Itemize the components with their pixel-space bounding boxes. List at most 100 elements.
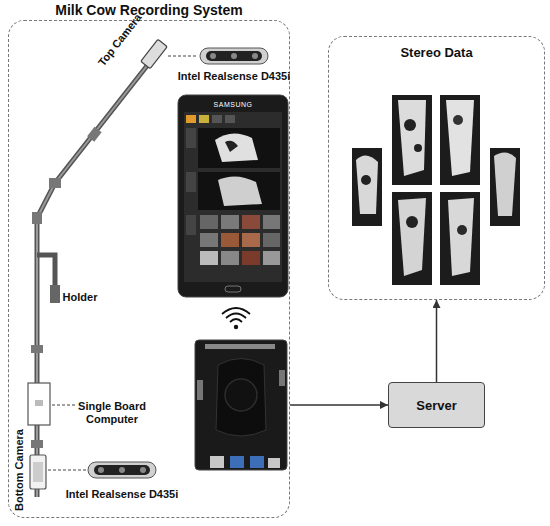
stereo-image <box>392 95 432 185</box>
tablet-thumb <box>242 233 260 247</box>
realsense-lens <box>210 53 216 59</box>
part-label: Holder <box>63 291 98 304</box>
node-text: Stereo Data <box>329 45 544 60</box>
tablet-icon <box>212 115 222 123</box>
server-box: Server <box>388 382 485 428</box>
flow-arrow <box>290 404 388 406</box>
pole-joint <box>32 212 42 224</box>
cow-spot <box>225 141 238 152</box>
stereo-image <box>440 192 480 285</box>
system-group: Milk Cow Recording System <box>8 20 290 518</box>
tablet-thumb <box>242 251 260 265</box>
data-group: Stereo Data <box>328 36 545 300</box>
cow-shape <box>356 155 378 214</box>
flow-arrow <box>436 300 438 382</box>
tablet-icon <box>186 172 196 192</box>
realsense-lens <box>252 53 258 59</box>
pole-joint <box>49 178 61 188</box>
leader-line <box>48 470 86 471</box>
tablet-icon <box>186 115 196 123</box>
tablet-thumb <box>263 215 280 229</box>
realsense-camera <box>88 462 156 478</box>
side-port <box>279 370 285 386</box>
holder-grip <box>50 285 60 303</box>
ethernet-port <box>268 458 280 468</box>
usb-port <box>230 456 244 468</box>
node-text: Milk Cow Recording System <box>9 2 289 18</box>
realsense-lens <box>140 467 146 473</box>
cow-spot <box>453 115 463 125</box>
pole-joint <box>87 127 101 142</box>
wifi-dot <box>234 325 238 329</box>
wifi-arc <box>230 319 242 322</box>
sbc-case <box>28 383 50 425</box>
wifi-arc <box>226 314 246 319</box>
cow-spot <box>457 225 467 235</box>
stereo-image <box>440 95 480 185</box>
top-camera <box>141 39 168 68</box>
leader-line <box>168 56 198 57</box>
bottom-camera-lens <box>33 462 43 482</box>
pole-joint <box>31 345 43 353</box>
stereo-image <box>490 148 520 226</box>
tablet-image <box>198 172 280 210</box>
realsense-front <box>206 51 262 61</box>
cow-shape <box>218 176 262 206</box>
cow-shape <box>446 100 474 176</box>
cow-shape <box>448 198 474 276</box>
cow-shape <box>215 133 258 162</box>
realsense-lens <box>119 467 125 473</box>
sbc-case-port <box>35 400 43 406</box>
tablet-home-button <box>225 286 241 292</box>
tablet-thumb <box>221 251 239 265</box>
tablet-thumb <box>263 233 280 247</box>
heatsink <box>216 359 266 437</box>
realsense-camera <box>200 48 268 64</box>
realsense-front <box>94 465 150 475</box>
usb-port <box>210 456 224 468</box>
cow-spot <box>361 175 371 185</box>
cow-shape <box>494 152 516 216</box>
fan <box>225 379 257 411</box>
cow-spot <box>404 119 416 131</box>
camera-label: Bottom Camera <box>13 429 26 511</box>
device-label: Intel Realsense D435i <box>178 70 291 83</box>
tablet-icon <box>186 215 196 235</box>
realsense-lens <box>231 53 237 59</box>
realsense-lens <box>98 467 104 473</box>
gpio-header <box>205 344 275 349</box>
cow-spot <box>406 216 418 228</box>
brand-text: SAMSUNG <box>214 100 253 109</box>
stereo-image <box>392 192 432 285</box>
tablet-thumb <box>221 233 239 247</box>
wifi-arc <box>222 308 250 314</box>
tablet-thumb <box>221 215 239 229</box>
side-port <box>197 380 203 400</box>
tablet-screen <box>184 112 282 282</box>
stereo-image <box>352 148 382 226</box>
tablet-icon <box>199 115 209 123</box>
tablet-icon <box>225 115 235 123</box>
node-text: Server <box>416 398 456 413</box>
leader-line <box>52 405 75 406</box>
device-label: Intel Realsense D435i <box>66 488 179 501</box>
bottom-camera <box>30 455 46 489</box>
camera-pole <box>37 62 150 497</box>
tablet-image <box>198 128 280 168</box>
tablet-thumb <box>200 251 218 265</box>
tablet-body <box>178 95 288 297</box>
tablet-thumb <box>200 215 218 229</box>
cow-shape <box>398 198 426 276</box>
pole-highlight <box>37 62 150 497</box>
cow-shape <box>398 100 426 176</box>
tablet-thumb <box>263 251 280 265</box>
pole-joint <box>31 440 43 448</box>
tablet-icon <box>186 128 196 148</box>
part-label: Single Board Computer <box>73 400 151 426</box>
sbc-board <box>195 340 287 470</box>
tablet-thumb <box>242 215 260 229</box>
cow-spot <box>414 144 422 152</box>
tablet-thumb <box>200 233 218 247</box>
usb-port <box>250 456 264 468</box>
